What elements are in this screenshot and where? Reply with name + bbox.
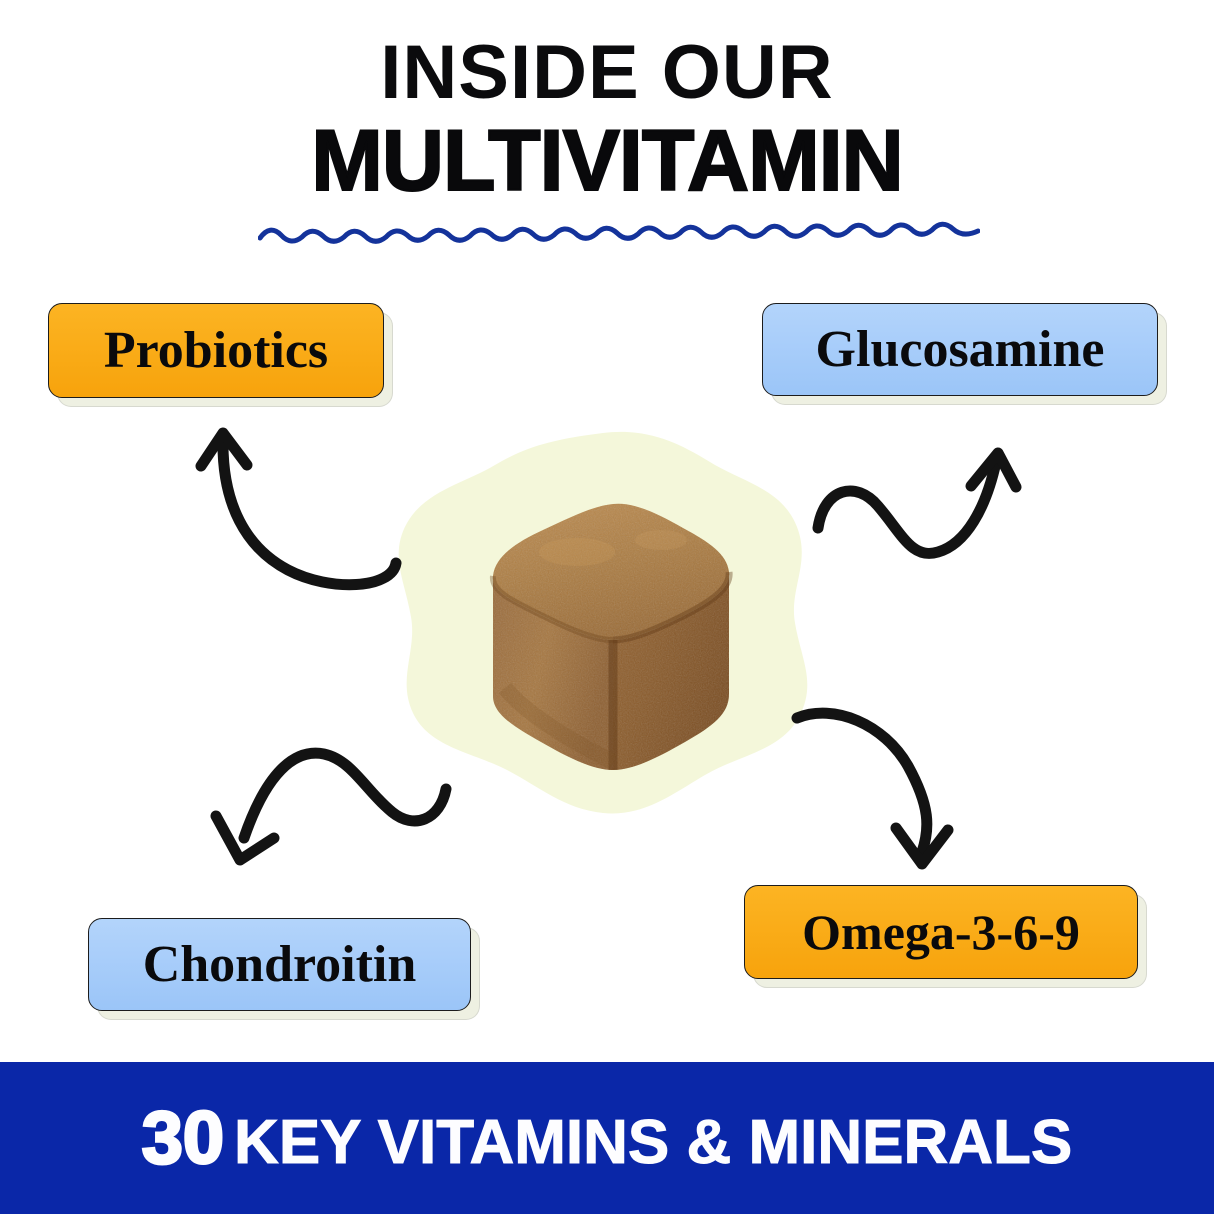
banner-number: 30 — [140, 1096, 225, 1179]
ingredient-label: Probiotics — [103, 321, 329, 379]
ingredient-pill-chondroitin[interactable]: Chondroitin — [88, 918, 471, 1011]
ingredient-pill-probiotics[interactable]: Probiotics — [48, 303, 384, 398]
ingredient-pill-omega[interactable]: Omega-3-6-9 — [744, 885, 1138, 979]
title-line-2: MULTIVITAMIN — [310, 113, 904, 209]
gummy-cube-image — [385, 425, 825, 820]
page-title: INSIDE OUR MULTIVITAMIN — [0, 30, 1214, 210]
title-line-1: INSIDE OUR — [380, 30, 834, 115]
banner-caption: KEY VITAMINS & MINERALS — [234, 1108, 1073, 1177]
ingredient-pill-glucosamine[interactable]: Glucosamine — [762, 303, 1158, 396]
arrow-to-glucosamine — [812, 447, 1022, 559]
ingredient-label: Chondroitin — [142, 935, 417, 993]
arrow-to-probiotics — [195, 427, 402, 591]
wavy-underline-icon — [258, 221, 980, 244]
cube-shape — [489, 503, 733, 770]
ingredient-label: Glucosamine — [815, 320, 1105, 378]
ingredient-label: Omega-3-6-9 — [802, 904, 1080, 960]
